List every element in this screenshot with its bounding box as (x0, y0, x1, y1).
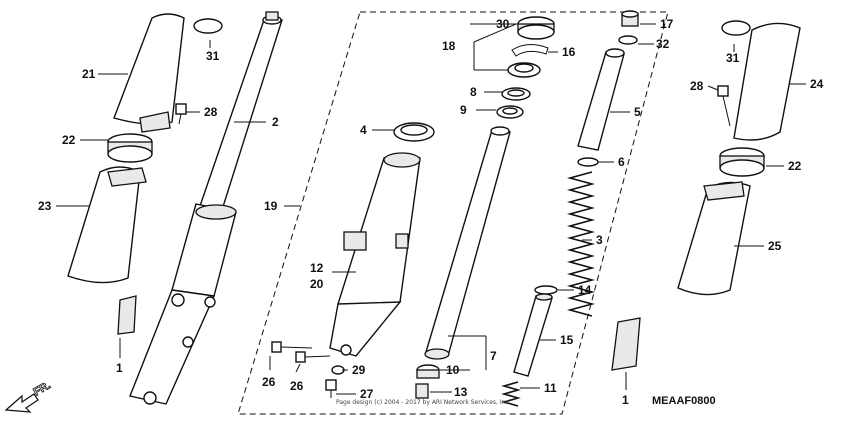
callout-29: 29 (352, 363, 366, 377)
part-2-fork-slider (129, 203, 237, 405)
part-27-bolt (325, 379, 337, 398)
callout-20: 20 (310, 277, 324, 291)
callout-11-label: 11 (544, 381, 557, 395)
part-23-fork-cover-lower-left (67, 166, 141, 284)
part-12-20-fork-slider (329, 152, 421, 357)
part-26-bolt-a (271, 341, 313, 353)
fork-slider-assembly-frame (237, 11, 669, 415)
leader-lines (56, 23, 806, 395)
callout-31-right: 31 (726, 51, 740, 65)
part-28-bolt-left (175, 103, 187, 125)
callout-23: 23 (38, 199, 52, 213)
callout-19: 19 (264, 199, 278, 213)
part-1-reflector-left (117, 295, 137, 335)
direction-marker-label: FR. (32, 379, 53, 398)
callout-2: 2 (272, 115, 279, 129)
part-17-fork-bolt (621, 10, 639, 27)
part-23-cover-clip (107, 167, 147, 187)
callout-28-left: 28 (204, 105, 218, 119)
callout-10: 10 (446, 363, 460, 377)
copyright-watermark: Page design (c) 2004 - 2017 by ARI Netwo… (336, 399, 511, 406)
callout-17: 17 (660, 17, 674, 31)
callout-22-right: 22 (788, 159, 802, 173)
callout-6-label: 6 (618, 155, 625, 169)
callout-8: 8 (470, 85, 477, 99)
part-26-bolt-b (295, 351, 331, 363)
callout-15-label: 15 (560, 333, 574, 347)
part-24-fork-cover-right (733, 22, 801, 141)
part-22-collar-right (719, 147, 765, 177)
part-14-piston-ring (534, 285, 558, 295)
part-5-spacer-tube (577, 51, 625, 151)
part-21-cover-bracket (139, 111, 171, 133)
callout-13: 13 (454, 385, 468, 399)
part-30-cap (517, 16, 555, 40)
callout-31-left: 31 (206, 49, 220, 63)
part-7-inner-tube (425, 129, 511, 357)
callout-12: 12 (310, 261, 324, 275)
part-25-fork-cover-lower-right (677, 181, 751, 296)
callout-25: 25 (768, 239, 782, 253)
part-9-guide-bush (496, 105, 524, 119)
part-15-fork-piston (513, 295, 553, 377)
part-1-reflector-right (611, 317, 641, 371)
callout-1-left: 1 (116, 361, 123, 375)
callout-30: 30 (496, 17, 510, 31)
part-31-o-ring-right (721, 20, 751, 36)
part-13-washer (415, 383, 429, 399)
callout-27: 27 (360, 387, 374, 401)
callout-16: 16 (562, 45, 576, 59)
part-16-clip (511, 44, 549, 57)
front-direction-arrow-icon: FR. (4, 379, 53, 413)
part-8-bushing (501, 87, 531, 101)
part-10-bush (416, 364, 440, 379)
callout-14: 14 (578, 283, 592, 297)
callout-3: 3 (596, 233, 603, 247)
part-4-oil-seal (393, 122, 435, 142)
part-3-fork-spring (566, 171, 596, 317)
callout-22-left: 22 (62, 133, 76, 147)
part-25-cover-clip (703, 181, 745, 201)
part-6-washer (577, 157, 599, 167)
callout-7: 7 (490, 349, 497, 363)
callout-5: 5 (634, 105, 641, 119)
part-22-collar-left (107, 133, 153, 163)
callout-1-right: 1 (622, 393, 629, 407)
part-28-bolt-right (717, 85, 731, 127)
part-32-o-ring (618, 35, 638, 45)
diagram-code: MEAAF0800 (652, 395, 716, 407)
callout-18: 18 (442, 39, 456, 53)
part-11-rebound-spring (501, 381, 521, 407)
callout-26-a: 26 (262, 375, 276, 389)
part-21-fork-cover-left (113, 13, 185, 125)
callout-32: 32 (656, 37, 670, 51)
part-18-seal-ring (507, 62, 541, 78)
callout-9: 9 (460, 103, 467, 117)
callout-24: 24 (810, 77, 824, 91)
callout-4: 4 (360, 123, 367, 137)
callout-28-right: 28 (690, 79, 704, 93)
callout-21: 21 (82, 67, 96, 81)
callout-26-b: 26 (290, 379, 304, 393)
part-31-o-ring-left (193, 18, 223, 34)
